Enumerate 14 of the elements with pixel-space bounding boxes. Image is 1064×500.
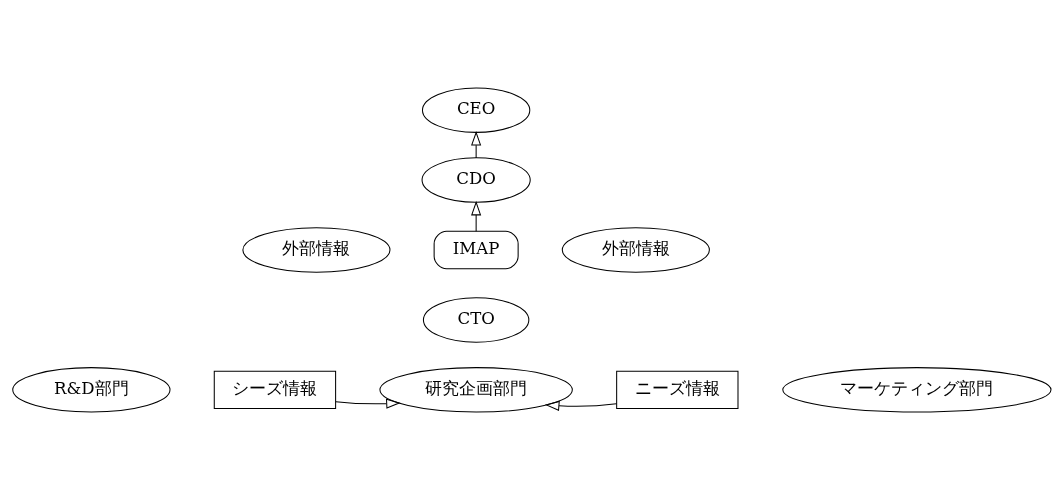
arrow xyxy=(471,200,482,232)
node-ellipse: 外部情報 xyxy=(242,227,391,273)
arrow xyxy=(335,398,401,409)
node-box: シーズ情報 xyxy=(213,370,337,410)
node-ellipse: 外部情報 xyxy=(561,227,710,273)
node-ellipse: CTO xyxy=(422,297,530,343)
arrow xyxy=(471,130,482,159)
arrow xyxy=(544,400,617,411)
node-box: IMAP xyxy=(433,230,519,270)
node-ellipse: マーケティング部門 xyxy=(782,367,1052,413)
node-box: ニーズ情報 xyxy=(616,370,739,410)
node-ellipse: R&D部門 xyxy=(12,367,171,413)
node-ellipse: CEO xyxy=(421,87,531,133)
node-ellipse: CDO xyxy=(421,157,531,203)
